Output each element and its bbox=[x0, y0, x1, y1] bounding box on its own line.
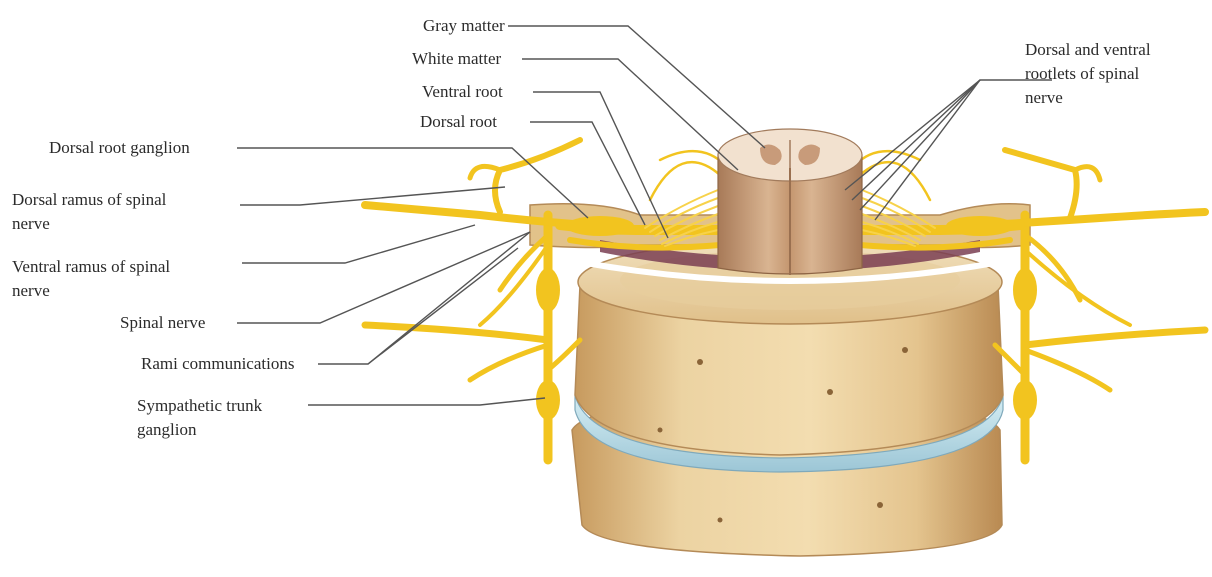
nerves-right bbox=[985, 150, 1205, 390]
label-sympathetic-trunk-line2: ganglion bbox=[137, 418, 262, 442]
label-dorsal-ventral-rootlets: Dorsal and ventral rootlets of spinal ne… bbox=[1025, 38, 1151, 110]
label-dorsal-ramus: Dorsal ramus of spinal nerve bbox=[12, 188, 166, 236]
label-ventral-ramus-line1: Ventral ramus of spinal bbox=[12, 255, 170, 279]
dorsal-root-ganglion-right bbox=[946, 216, 1014, 236]
label-dorsal-root: Dorsal root bbox=[420, 110, 497, 134]
label-dorsal-root-ganglion: Dorsal root ganglion bbox=[49, 136, 190, 160]
label-ventral-ramus: Ventral ramus of spinal nerve bbox=[12, 255, 170, 303]
label-rootlets-line1: Dorsal and ventral bbox=[1025, 38, 1151, 62]
label-dorsal-ramus-line1: Dorsal ramus of spinal bbox=[12, 188, 166, 212]
label-sympathetic-trunk-ganglion: Sympathetic trunk ganglion bbox=[137, 394, 262, 442]
label-ventral-root: Ventral root bbox=[422, 80, 503, 104]
label-rootlets-line3: nerve bbox=[1025, 86, 1151, 110]
nerves-left bbox=[365, 140, 590, 380]
label-sympathetic-trunk-line1: Sympathetic trunk bbox=[137, 394, 262, 418]
label-spinal-nerve: Spinal nerve bbox=[120, 311, 205, 335]
dorsal-root-ganglion-left bbox=[566, 216, 634, 236]
label-white-matter: White matter bbox=[412, 47, 501, 71]
label-rootlets-line2: rootlets of spinal bbox=[1025, 62, 1151, 86]
spinal-cord bbox=[718, 129, 862, 275]
label-ventral-ramus-line2: nerve bbox=[12, 279, 170, 303]
label-rami-communications: Rami communications bbox=[141, 352, 294, 376]
label-gray-matter: Gray matter bbox=[423, 14, 505, 38]
label-dorsal-ramus-line2: nerve bbox=[12, 212, 166, 236]
